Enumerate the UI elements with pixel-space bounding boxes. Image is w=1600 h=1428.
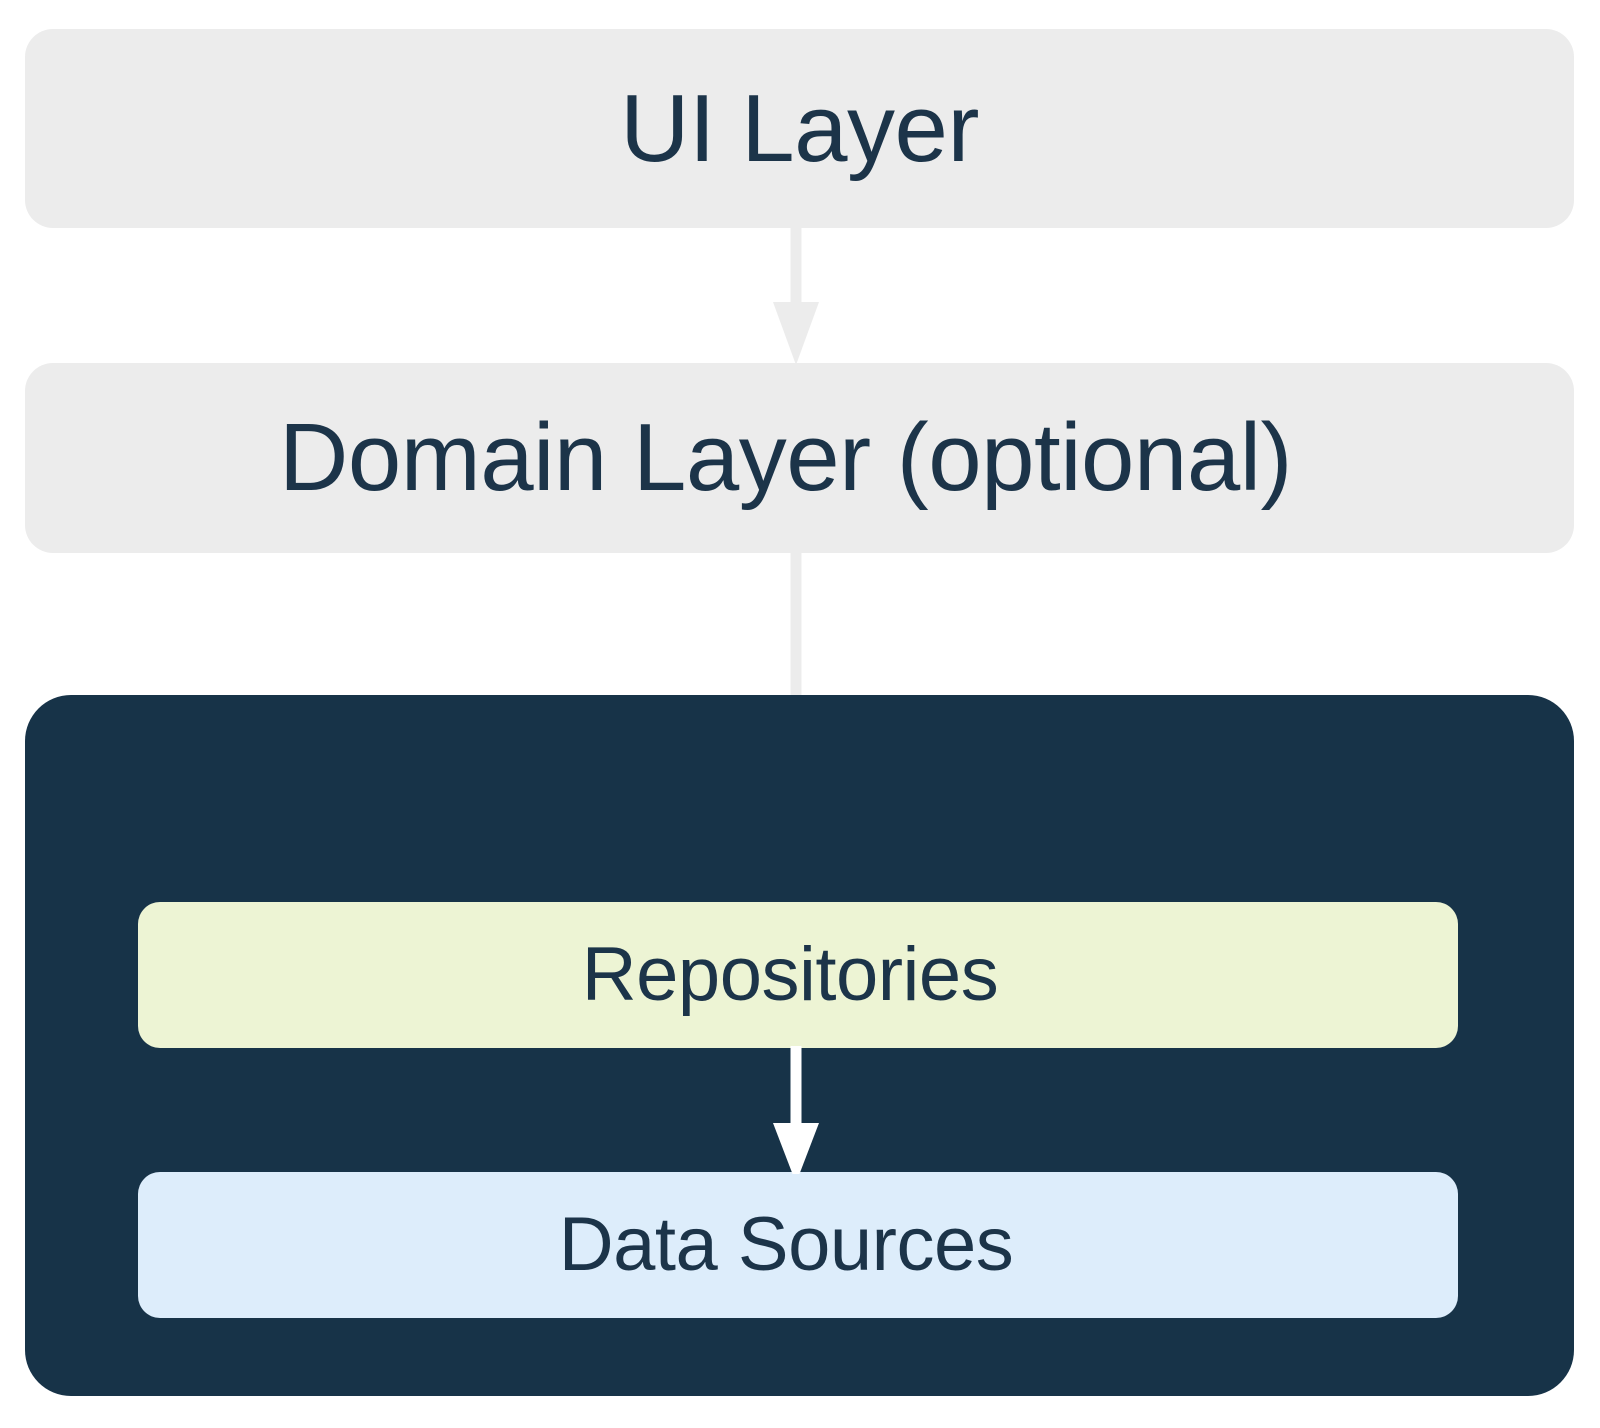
arrow-ui-to-domain-icon — [770, 228, 822, 366]
data-sources-box: Data Sources — [138, 1172, 1458, 1318]
repositories-label: Repositories — [581, 932, 999, 1017]
data-sources-label: Data Sources — [558, 1202, 1014, 1287]
data-layer-box: Data Layer Repositories Data Sources — [25, 695, 1574, 1396]
repositories-box: Repositories — [138, 902, 1458, 1048]
ui-layer-label: UI Layer — [620, 74, 979, 182]
domain-layer-box: Domain Layer (optional) — [25, 363, 1574, 553]
domain-layer-label: Domain Layer (optional) — [279, 404, 1293, 511]
arrow-repositories-to-data-sources-icon — [770, 1046, 822, 1174]
ui-layer-box: UI Layer — [25, 29, 1574, 228]
